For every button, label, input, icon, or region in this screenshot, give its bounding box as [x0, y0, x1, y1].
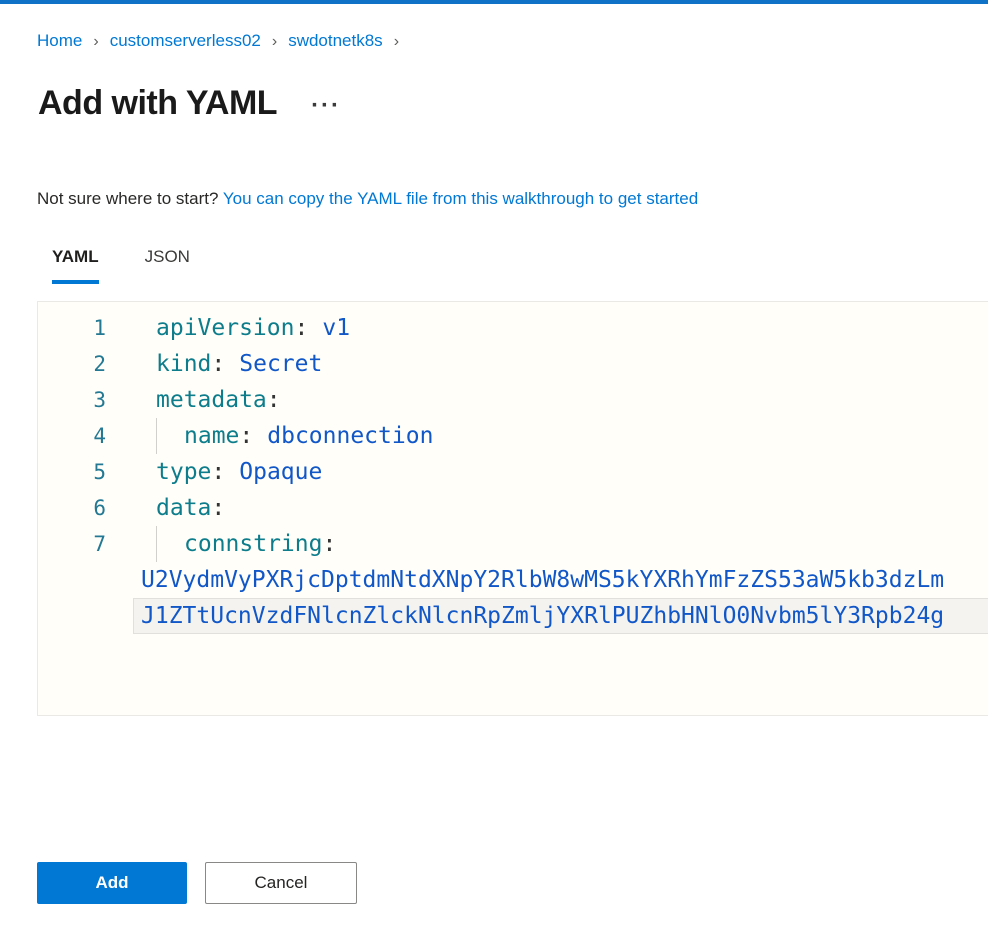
line-number: 7 — [93, 532, 106, 556]
code-line[interactable]: 4 name:dbconnection — [38, 418, 988, 454]
top-accent-bar — [0, 0, 988, 4]
breadcrumb-home-link[interactable]: Home — [37, 31, 83, 50]
indent-guide: name:dbconnection — [156, 418, 988, 454]
yaml-code-editor[interactable]: 1 apiVersion:v1 2 kind:Secret 3 metadata… — [37, 301, 988, 716]
more-options-icon[interactable]: ··· — [307, 94, 345, 118]
code-line[interactable]: 7 connstring: — [38, 526, 988, 562]
code-line[interactable]: 3 metadata: — [38, 382, 988, 418]
breadcrumb-chevron-icon: › — [93, 33, 99, 50]
tab-json[interactable]: JSON — [144, 247, 190, 266]
line-number: 4 — [93, 424, 106, 448]
intro-text: Not sure where to start? You can copy th… — [37, 187, 988, 211]
breadcrumb-cluster-link[interactable]: customserverless02 — [109, 31, 261, 50]
code-line-wrapped[interactable]: U2VydmVyPXRjcDptdmNtdXNpY2RlbW8wMS5kYXRh… — [38, 562, 988, 598]
walkthrough-link[interactable]: You can copy the YAML file from this wal… — [222, 189, 699, 208]
code-line-wrapped-highlighted[interactable]: J1ZTtUcnVzdFNlcnZlckNlcnRpZmljYXRlPUZhbH… — [38, 598, 988, 634]
breadcrumb-namespace-link[interactable]: swdotnetk8s — [288, 31, 383, 50]
breadcrumb-chevron-icon: › — [393, 33, 400, 50]
page-title: Add with YAML — [38, 83, 278, 122]
code-line[interactable]: 2 kind:Secret — [38, 346, 988, 382]
line-number — [38, 562, 156, 598]
breadcrumb: Home › customserverless02 › swdotnetk8s › — [37, 28, 988, 55]
breadcrumb-chevron-icon: › — [271, 33, 278, 50]
cancel-button[interactable]: Cancel — [205, 862, 357, 904]
action-bar: Add Cancel — [37, 862, 988, 904]
tab-yaml[interactable]: YAML — [52, 247, 99, 284]
code-line[interactable]: 6 data: — [38, 490, 988, 526]
intro-question: Not sure where to start? — [37, 189, 219, 208]
indent-guide: connstring: — [156, 526, 988, 562]
line-number: 6 — [93, 496, 106, 520]
code-line[interactable]: 1 apiVersion:v1 — [38, 310, 988, 346]
line-number: 3 — [93, 388, 106, 412]
line-number: 1 — [93, 316, 106, 340]
editor-format-tabs: YAML JSON — [52, 247, 988, 284]
add-button[interactable]: Add — [37, 862, 187, 904]
line-number: 2 — [93, 352, 106, 376]
line-number: 5 — [93, 460, 106, 484]
code-line[interactable]: 5 type:Opaque — [38, 454, 988, 490]
